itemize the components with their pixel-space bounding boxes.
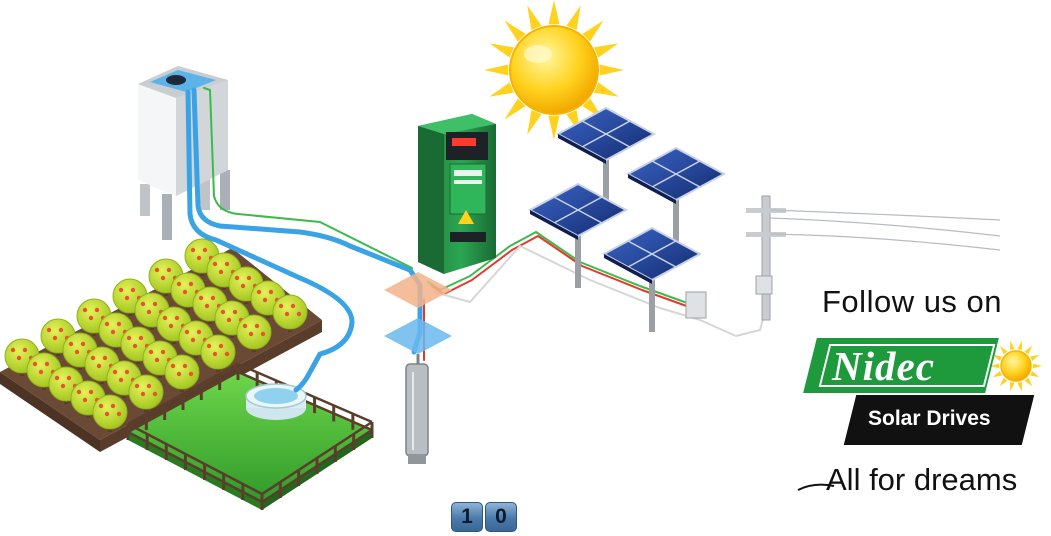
tagline-swoosh-icon bbox=[797, 483, 835, 491]
power-pole-icon bbox=[685, 195, 1001, 321]
nidec-sun-logo-icon bbox=[990, 340, 1042, 392]
borehole-pump-icon bbox=[405, 354, 429, 464]
wellhead-pad-bottom bbox=[384, 318, 452, 354]
follow-us-text: Follow us on bbox=[822, 284, 1003, 319]
counter-digit: 1 bbox=[451, 502, 483, 532]
nidec-logo-text: Nidec bbox=[832, 343, 935, 389]
sun-icon bbox=[484, 0, 624, 140]
wellhead-pad-top bbox=[384, 272, 452, 308]
solar-drives-label: Solar Drives bbox=[868, 407, 991, 430]
grass-field bbox=[126, 362, 374, 510]
solar-drive-icon bbox=[418, 114, 496, 274]
page-counter: 1 0 bbox=[451, 502, 517, 532]
tagline-text: All for dreams bbox=[826, 462, 1018, 497]
solar-array bbox=[527, 106, 727, 332]
counter-digit: 0 bbox=[485, 502, 517, 532]
water-tank-icon bbox=[245, 383, 307, 420]
water-tower-icon bbox=[138, 66, 230, 240]
